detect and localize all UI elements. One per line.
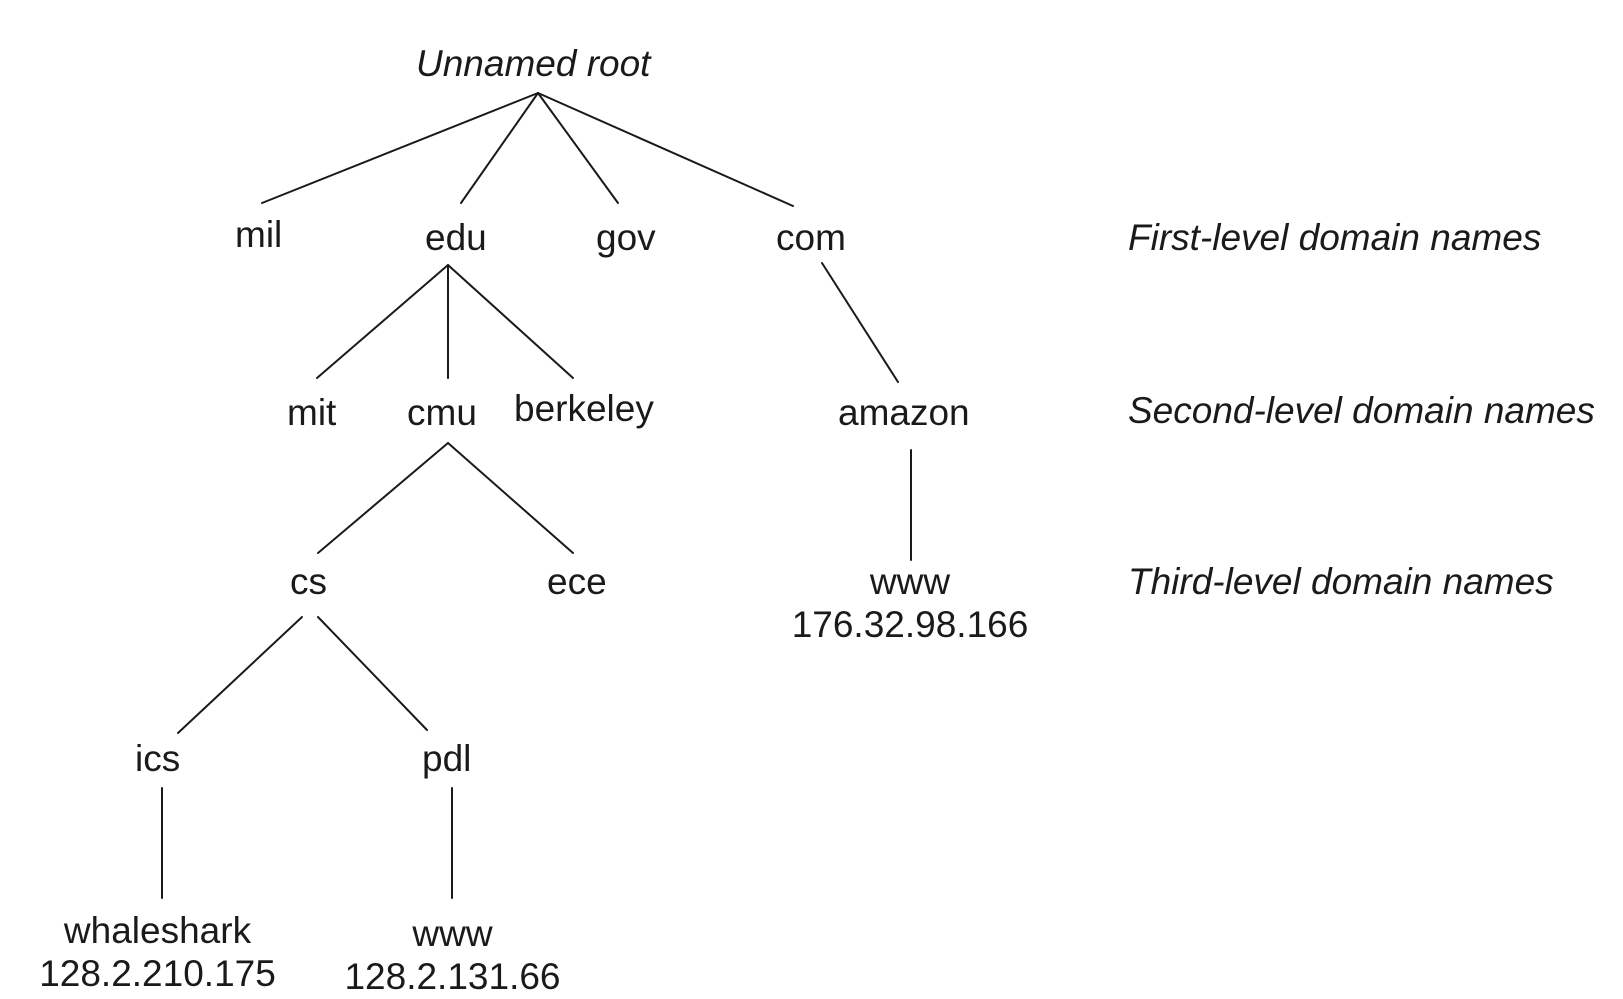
node-cmu: cmu: [407, 392, 477, 433]
node-mil: mil: [235, 214, 283, 255]
level-label-second: Second-level domain names: [1128, 390, 1595, 431]
level-label-third: Third-level domain names: [1128, 561, 1554, 602]
node-amazon: amazon: [838, 392, 970, 433]
node-ics: ics: [135, 738, 181, 779]
edge-com-amazon: [821, 262, 899, 383]
edge-edu-mit: [316, 264, 449, 379]
edge-root-edu: [460, 92, 539, 204]
edge-edu-berkeley: [447, 264, 574, 379]
node-mit: mit: [287, 392, 337, 433]
node-ece: ece: [547, 561, 607, 602]
edge-cmu-cs: [317, 442, 449, 554]
root-node-label: Unnamed root: [416, 43, 651, 84]
node-whaleshark-ip: 128.2.210.175: [39, 953, 276, 994]
node-edu: edu: [425, 217, 487, 258]
edge-root-com: [537, 92, 794, 207]
node-amazon-www: www 176.32.98.166: [785, 563, 1035, 643]
node-pdl-www-name: www: [412, 913, 493, 954]
node-whaleshark: whaleshark 128.2.210.175: [25, 912, 290, 992]
node-cs: cs: [290, 561, 327, 602]
node-pdl-www: www 128.2.131.66: [330, 915, 575, 995]
node-amazon-www-name: www: [869, 561, 951, 602]
edge-cmu-ece: [447, 442, 574, 554]
edge-root-gov: [537, 92, 619, 204]
node-berkeley: berkeley: [514, 388, 654, 429]
node-pdl: pdl: [422, 738, 472, 779]
level-label-first: First-level domain names: [1128, 217, 1542, 258]
edge-root-mil: [261, 92, 539, 204]
edge-cs-pdl: [317, 616, 428, 731]
node-gov: gov: [596, 217, 656, 258]
edge-cs-ics: [177, 616, 303, 734]
node-whaleshark-name: whaleshark: [63, 910, 252, 951]
node-amazon-www-ip: 176.32.98.166: [791, 604, 1029, 645]
node-pdl-www-ip: 128.2.131.66: [344, 956, 561, 997]
node-com: com: [776, 217, 846, 258]
